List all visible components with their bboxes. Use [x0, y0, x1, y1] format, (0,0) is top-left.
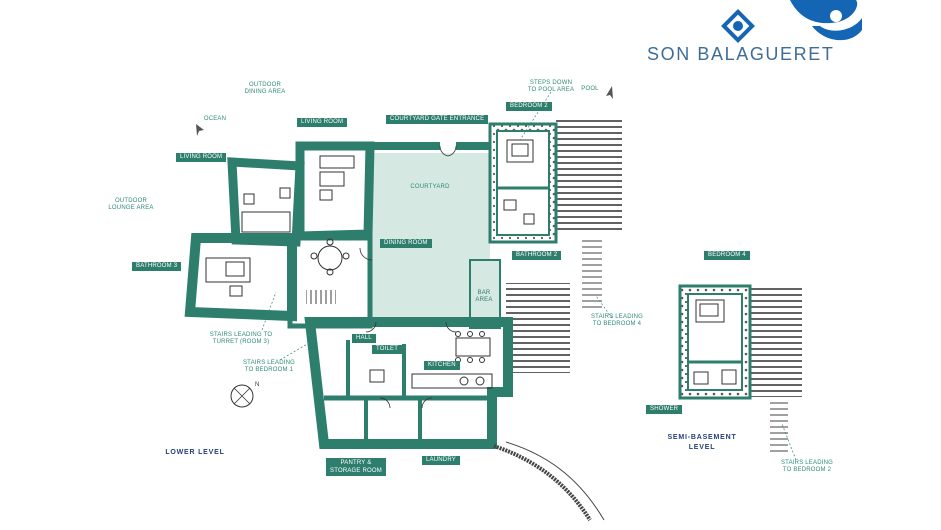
tag-courtyard-gate: COURTYARD GATE ENTRANCE — [386, 115, 489, 124]
tag-hall: HALL — [352, 334, 376, 343]
label-stairs-bedroom4: STAIRS LEADING TO BEDROOM 4 — [590, 314, 644, 327]
bedroom-4-interior — [687, 293, 743, 391]
stairs-bedroom-2 — [770, 398, 788, 454]
label-ocean: OCEAN — [203, 116, 227, 122]
lower-level-title: LOWER LEVEL — [165, 449, 225, 456]
label-stairs-bedroom1: STAIRS LEADING TO BEDROOM 1 — [242, 360, 296, 373]
label-stairs-bedroom2: STAIRS LEADING TO BEDROOM 2 — [780, 460, 834, 473]
tag-laundry: LAUNDRY — [422, 456, 460, 465]
label-stairs-turret: STAIRS LEADING TO TURRET (ROOM 3) — [209, 332, 273, 345]
label-outdoor-dining: OUTDOOR DINING AREA — [244, 82, 286, 95]
tag-dining-room: DINING ROOM — [380, 239, 432, 248]
tag-bathroom-2: BATHROOM 2 — [512, 251, 562, 260]
tag-bedroom-4: BEDROOM 4 — [704, 251, 750, 260]
label-steps-down: STEPS DOWN TO POOL AREA — [527, 80, 575, 93]
bedroom-2-interior — [496, 130, 550, 236]
compass-icon — [230, 384, 254, 408]
compass-n: N — [255, 382, 259, 388]
stairs-hall — [306, 290, 336, 304]
ocean-arrow-icon — [196, 124, 204, 136]
tag-bar-area: BAR AREA — [475, 290, 493, 303]
garden-path — [493, 444, 592, 522]
stairs-bedroom-4 — [582, 236, 602, 310]
pool-arrow-icon — [606, 86, 613, 99]
tag-living-room-left: LIVING ROOM — [176, 153, 227, 162]
label-pool: POOL — [581, 86, 599, 92]
semi-basement-title: SEMI-BASEMENT LEVEL — [667, 434, 737, 451]
doors — [359, 145, 457, 409]
tag-bathroom-3: BATHROOM 3 — [132, 262, 182, 271]
tag-shower: SHOWER — [646, 405, 683, 414]
pergola-bedroom-2 — [556, 116, 622, 234]
leader-lines — [261, 91, 797, 461]
brand-name: SON BALAGUERET — [647, 44, 835, 64]
tag-living-room-top: LIVING ROOM — [297, 118, 348, 127]
pergola-bar — [506, 283, 570, 373]
tag-bedroom-2: BEDROOM 2 — [506, 102, 552, 111]
tag-pantry: PANTRY & STORAGE ROOM — [326, 458, 386, 476]
logo-wave-icon — [790, 0, 862, 41]
label-courtyard: COURTYARD — [410, 184, 450, 190]
pergola-bedroom-4 — [750, 285, 802, 397]
label-outdoor-lounge: OUTDOOR LOUNGE AREA — [108, 198, 154, 211]
lower-level-walls — [184, 141, 513, 449]
logo-tile-icon — [721, 9, 755, 43]
tag-kitchen: KITCHEN — [424, 361, 460, 370]
bar-area-floor — [469, 259, 501, 329]
furniture — [205, 139, 737, 389]
tag-toilet: TOILET — [372, 345, 403, 354]
